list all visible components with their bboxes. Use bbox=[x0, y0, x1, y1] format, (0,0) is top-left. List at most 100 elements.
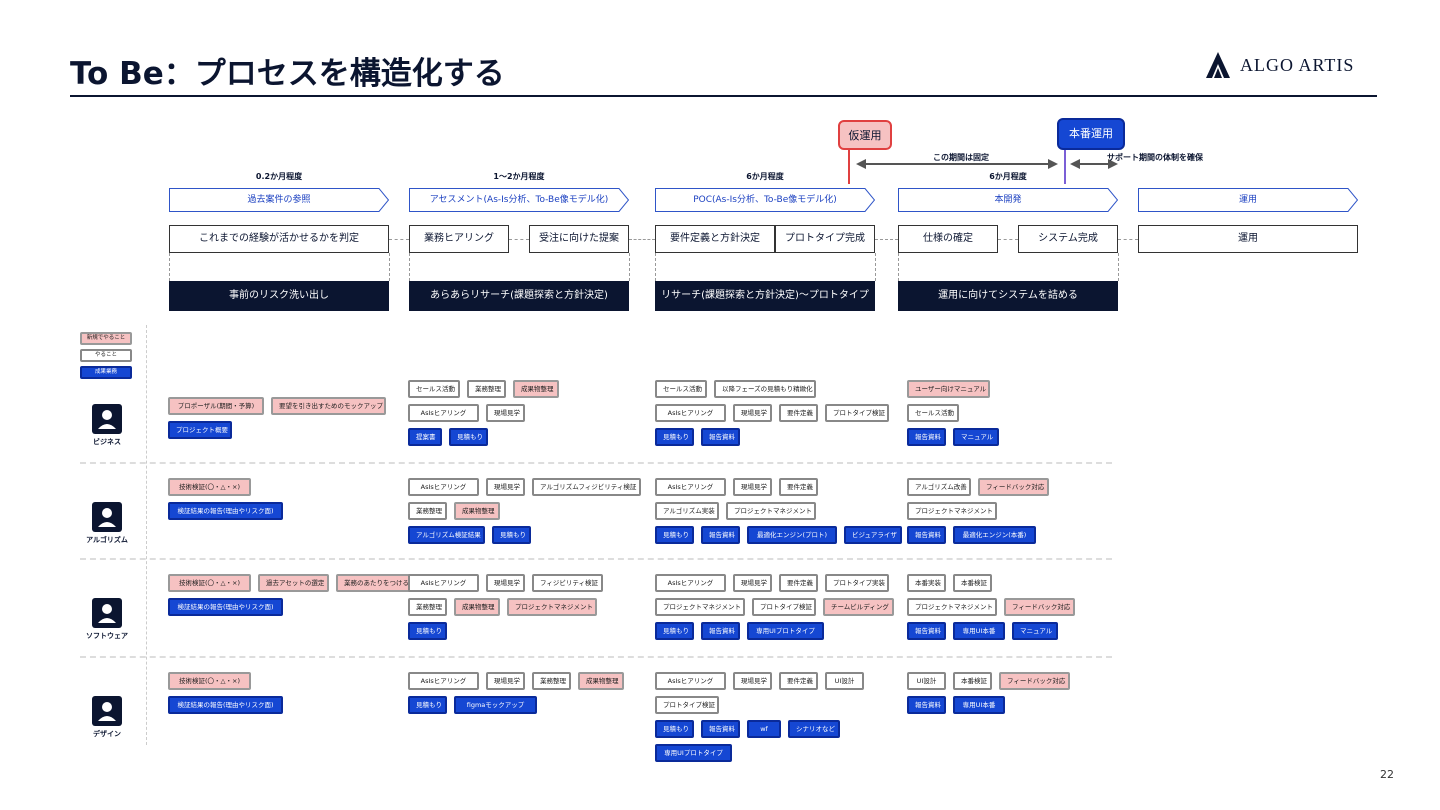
goal-guide bbox=[1118, 253, 1119, 281]
task-chip: 要件定義 bbox=[779, 574, 818, 592]
task-chip: 成果物整理 bbox=[578, 672, 624, 690]
task-chip: フィードバック対応 bbox=[978, 478, 1049, 496]
task-chip: 本番検証 bbox=[953, 672, 992, 690]
task-chip: プロトタイプ検証 bbox=[825, 404, 889, 422]
deliverable-chip: プロジェクト概要 bbox=[168, 421, 232, 439]
phase-duration: 1〜2か月程度 bbox=[493, 172, 545, 181]
deliverable-chip: マニュアル bbox=[1012, 622, 1058, 640]
role-row-separator bbox=[80, 656, 1112, 658]
deliverable-chip: 専用UIプロトタイプ bbox=[747, 622, 824, 640]
deliverable-chip: 見積もり bbox=[492, 526, 531, 544]
phase-step: 受注に向けた提案 bbox=[529, 225, 629, 253]
deliverable-chip: 提案書 bbox=[408, 428, 442, 446]
deliverable-chip: 報告資料 bbox=[907, 428, 946, 446]
phase-goal: 運用に向けてシステムを詰める bbox=[898, 281, 1118, 311]
task-chip: アルゴリズム実装 bbox=[655, 502, 719, 520]
trial-marker-line bbox=[848, 150, 850, 184]
task-chip: 本番検証 bbox=[953, 574, 992, 592]
task-chip: AsIsヒアリング bbox=[655, 404, 726, 422]
task-chip: 現場見学 bbox=[486, 574, 525, 592]
phase-name: 運用 bbox=[1238, 195, 1257, 205]
person-icon bbox=[92, 404, 122, 434]
role-column-guide bbox=[146, 325, 147, 745]
task-chip: 業務整理 bbox=[532, 672, 571, 690]
phase-arrow: POC(As-Is分析、To-Be像モデル化) bbox=[655, 188, 875, 212]
phase-arrow: 過去案件の参照 bbox=[169, 188, 389, 212]
deliverable-chip: 検証結果の報告(理由やリスク面) bbox=[168, 696, 283, 714]
legend: 新規でやること やること 成果業務 bbox=[80, 332, 132, 379]
task-chip: アルゴリズムフィジビリティ検証 bbox=[532, 478, 641, 496]
step-connector bbox=[509, 239, 529, 240]
deliverable-chip: 専用UI本番 bbox=[953, 696, 1005, 714]
slide-title: To Be：プロセスを構造化する bbox=[70, 56, 505, 92]
task-chip: 現場見学 bbox=[733, 672, 772, 690]
deliverable-chip: ビジュアライザ bbox=[844, 526, 902, 544]
task-chip: 成果物整理 bbox=[454, 598, 500, 616]
task-chip: セールス活動 bbox=[408, 380, 460, 398]
deliverable-chip: 報告資料 bbox=[907, 622, 946, 640]
phase-step: 要件定義と方針決定 bbox=[655, 225, 775, 253]
role-row-separator bbox=[80, 462, 1112, 464]
task-chip: 現場見学 bbox=[733, 478, 772, 496]
task-chip: 技術検証(〇・△・×) bbox=[168, 574, 251, 592]
deliverable-chip: アルゴリズム検証結果 bbox=[408, 526, 485, 544]
deliverable-chip: figmaモックアップ bbox=[454, 696, 537, 714]
logo-mark-icon bbox=[1206, 52, 1230, 78]
deliverable-chip: 最適化エンジン(プロト) bbox=[747, 526, 837, 544]
task-chip: ユーザー向けマニュアル bbox=[907, 380, 990, 398]
task-chip: プロトタイプ検証 bbox=[655, 696, 719, 714]
task-chip: AsIsヒアリング bbox=[408, 672, 479, 690]
task-chip: AsIsヒアリング bbox=[408, 574, 479, 592]
task-chip: フィジビリティ検証 bbox=[532, 574, 603, 592]
task-chip: プロトタイプ実装 bbox=[825, 574, 889, 592]
goal-guide bbox=[898, 253, 899, 281]
phase-step: 仕様の確定 bbox=[898, 225, 998, 253]
task-chip: フィードバック対応 bbox=[1004, 598, 1075, 616]
deliverable-chip: 報告資料 bbox=[701, 428, 740, 446]
deliverable-chip: マニュアル bbox=[953, 428, 999, 446]
logo-text: ALGO ARTIS bbox=[1240, 54, 1355, 75]
task-chip: 業務整理 bbox=[408, 598, 447, 616]
phase-connector bbox=[875, 239, 898, 240]
legend-new-task: 新規でやること bbox=[80, 332, 132, 345]
task-chip: アルゴリズム改善 bbox=[907, 478, 971, 496]
goal-guide bbox=[875, 253, 876, 281]
task-chip: 以降フェーズの見積もり精緻化 bbox=[714, 380, 816, 398]
phase-goal: リサーチ(課題探索と方針決定)〜プロトタイプ bbox=[655, 281, 875, 311]
trial-operation-bubble: 仮運用 bbox=[838, 120, 892, 150]
phase-step: プロトタイプ完成 bbox=[775, 225, 875, 253]
deliverable-chip: 検証結果の報告(理由やリスク面) bbox=[168, 502, 283, 520]
task-chip: 成果物整理 bbox=[454, 502, 500, 520]
task-chip: 成果物整理 bbox=[513, 380, 559, 398]
task-chip: セールス活動 bbox=[655, 380, 707, 398]
task-chip: 現場見学 bbox=[486, 672, 525, 690]
phase-name: POC(As-Is分析、To-Be像モデル化) bbox=[693, 195, 837, 205]
deliverable-chip: 報告資料 bbox=[701, 720, 740, 738]
production-marker-line bbox=[1064, 150, 1066, 184]
role-label: ソフトウェア bbox=[86, 632, 128, 640]
support-period-note: サポート期間の体制を確保 bbox=[1107, 153, 1203, 162]
task-chip: 過去アセットの選定 bbox=[258, 574, 329, 592]
deliverable-chip: 報告資料 bbox=[701, 622, 740, 640]
task-chip: プロジェクトマネジメント bbox=[907, 502, 997, 520]
deliverable-chip: 見積もり bbox=[408, 622, 447, 640]
phase-arrow: 運用 bbox=[1138, 188, 1358, 212]
phase-duration: 6か月程度 bbox=[746, 172, 784, 181]
deliverable-chip: wf bbox=[747, 720, 781, 738]
task-chip: AsIsヒアリング bbox=[655, 478, 726, 496]
phase-step: 業務ヒアリング bbox=[409, 225, 509, 253]
phase-duration: 0.2か月程度 bbox=[255, 172, 303, 181]
task-chip: AsIsヒアリング bbox=[655, 672, 726, 690]
task-chip: プロポーザル(期間・予算) bbox=[168, 397, 264, 415]
task-chip: UI設計 bbox=[907, 672, 946, 690]
deliverable-chip: 専用UIプロトタイプ bbox=[655, 744, 732, 762]
phase-arrow: アセスメント(As-Is分析、To-Be像モデル化) bbox=[409, 188, 629, 212]
goal-guide bbox=[389, 253, 390, 281]
phase-duration: 6か月程度 bbox=[989, 172, 1027, 181]
deliverable-chip: 見積もり bbox=[408, 696, 447, 714]
role-row-separator bbox=[80, 558, 1112, 560]
task-chip: プロジェクトマネジメント bbox=[726, 502, 816, 520]
goal-guide bbox=[409, 253, 410, 281]
phase-goal: 事前のリスク洗い出し bbox=[169, 281, 389, 311]
phase-connector bbox=[389, 239, 409, 240]
